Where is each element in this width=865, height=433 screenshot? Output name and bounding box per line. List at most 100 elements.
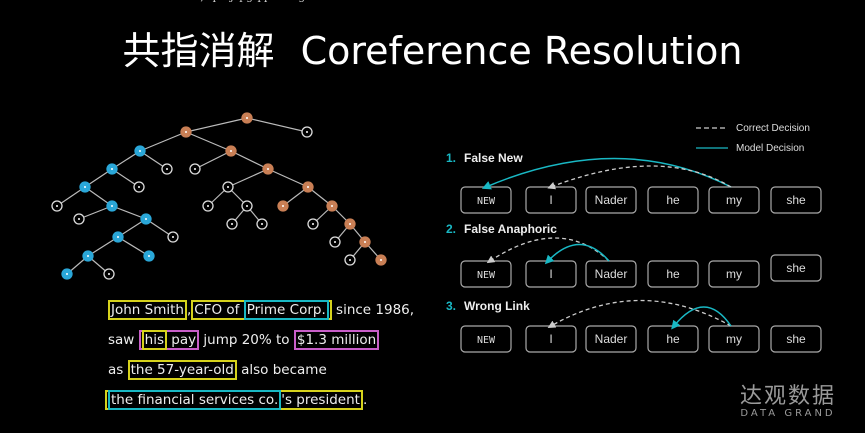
coreference-example-text: John Smith,CFO of Prime Corp. since 1986… — [105, 298, 414, 418]
node-dot — [267, 168, 269, 170]
tree-edge — [111, 205, 147, 220]
tree-word-enough: enough — [220, 0, 260, 3]
tree-word-are: are — [225, 0, 243, 3]
tree-word-slow: slow — [278, 0, 302, 3]
node-dot — [246, 117, 248, 119]
mention-label: I — [549, 193, 552, 207]
mention-his: his — [141, 330, 167, 350]
node-dot — [380, 259, 382, 261]
node-dot — [166, 168, 168, 170]
node-dot — [349, 223, 351, 225]
correct-arc-false-new — [547, 165, 732, 190]
tree-word-has: has — [213, 0, 231, 3]
node-dot — [145, 218, 147, 220]
mention-label: Nader — [595, 193, 628, 207]
mention-box — [647, 260, 699, 288]
logo-chinese: 达观数据 — [740, 384, 837, 409]
tree-word-comma: , — [200, 0, 203, 3]
tree-word-it2: it — [272, 0, 280, 3]
mention-box — [770, 186, 822, 214]
node-dot — [306, 131, 308, 133]
node-dot — [66, 273, 68, 275]
row-label: False New — [464, 151, 523, 165]
text: also became — [236, 362, 327, 378]
mention-box — [585, 186, 637, 214]
node-dot — [231, 223, 233, 225]
row-label: Wrong Link — [464, 299, 530, 313]
text: CFO of — [194, 302, 244, 318]
mention-box — [770, 325, 822, 353]
tree-edge — [227, 168, 269, 188]
node-dot — [282, 205, 284, 207]
text: , — [186, 302, 192, 318]
tree-word-repetitive: repetitive — [246, 0, 297, 3]
mention-box — [585, 325, 637, 353]
tree-edge — [185, 131, 232, 152]
mention-box — [460, 260, 512, 288]
datagrand-logo: 达观数据 DATA GRAND — [740, 378, 836, 419]
model-arc-false-new — [481, 157, 732, 190]
tree-word-period: . — [145, 0, 148, 3]
mention-box — [460, 325, 512, 353]
mention-president: the financial services co.'s president — [105, 390, 363, 410]
tree-edge — [246, 117, 308, 133]
correct-arc-false-anaphoric — [486, 237, 610, 264]
mention-box — [585, 260, 637, 288]
node-dot — [312, 223, 314, 225]
node-dot — [364, 241, 366, 243]
mention-label: NEW — [477, 335, 496, 346]
node-dot — [172, 236, 174, 238]
text: jump 20% to — [199, 332, 294, 348]
node-dot — [307, 186, 309, 188]
node-dot — [246, 205, 248, 207]
tree-word-to: to — [235, 0, 246, 3]
tree-word-parts: parts — [239, 0, 267, 3]
tree-word-spice: spice — [207, 0, 235, 3]
sentence-line-1: John Smith,CFO of Prime Corp. since 1986… — [108, 298, 414, 328]
sentence-line-2: saw his pay jump 20% to $1.3 million — [108, 328, 414, 358]
text: . — [362, 392, 368, 408]
node-dot — [139, 150, 141, 152]
tree-word-and: and — [280, 0, 300, 3]
node-dot — [334, 241, 336, 243]
mention-label: he — [666, 267, 680, 281]
text: 's president — [281, 392, 360, 408]
text: since 1986, — [331, 302, 415, 318]
node-dot — [185, 131, 187, 133]
tree-word-it: it — [181, 0, 189, 3]
mention-label: Nader — [595, 332, 628, 346]
tree-word-keep: keep — [245, 0, 271, 3]
node-dot — [111, 205, 113, 207]
mention-john-smith: John Smith — [108, 300, 187, 320]
node-dot — [84, 186, 86, 188]
tree-edge — [267, 168, 309, 188]
node-dot — [108, 273, 110, 275]
correct-arc-wrong-link — [547, 299, 732, 328]
mention-label: NEW — [477, 196, 496, 207]
tree-word-just: just — [228, 0, 250, 3]
mention-label: Nader — [595, 267, 628, 281]
mention-label: I — [549, 267, 552, 281]
tree-word-interesting: interesting — [247, 0, 306, 3]
row-number: 2. — [446, 222, 456, 236]
tree-edge — [87, 236, 119, 257]
legend-model: Model Decision — [736, 143, 804, 154]
mention-label: he — [666, 193, 680, 207]
mention-cfo: CFO of Prime Corp. — [191, 300, 332, 320]
node-dot — [349, 259, 351, 261]
tree-edge — [230, 150, 269, 170]
tree-edge — [117, 236, 150, 257]
sentence-line-4: the financial services co.'s president. — [105, 388, 414, 418]
mention-box — [647, 186, 699, 214]
mention-box — [770, 254, 822, 282]
node-dot — [194, 168, 196, 170]
tree-word-there: There — [206, 0, 237, 3]
node-dot — [207, 205, 209, 207]
mention-label: he — [666, 332, 680, 346]
logo-english: DATA GRAND — [740, 408, 836, 419]
sentence-line-3: as the 57-year-old also became — [108, 358, 414, 388]
node-dot — [230, 150, 232, 152]
node-dot — [56, 205, 58, 207]
